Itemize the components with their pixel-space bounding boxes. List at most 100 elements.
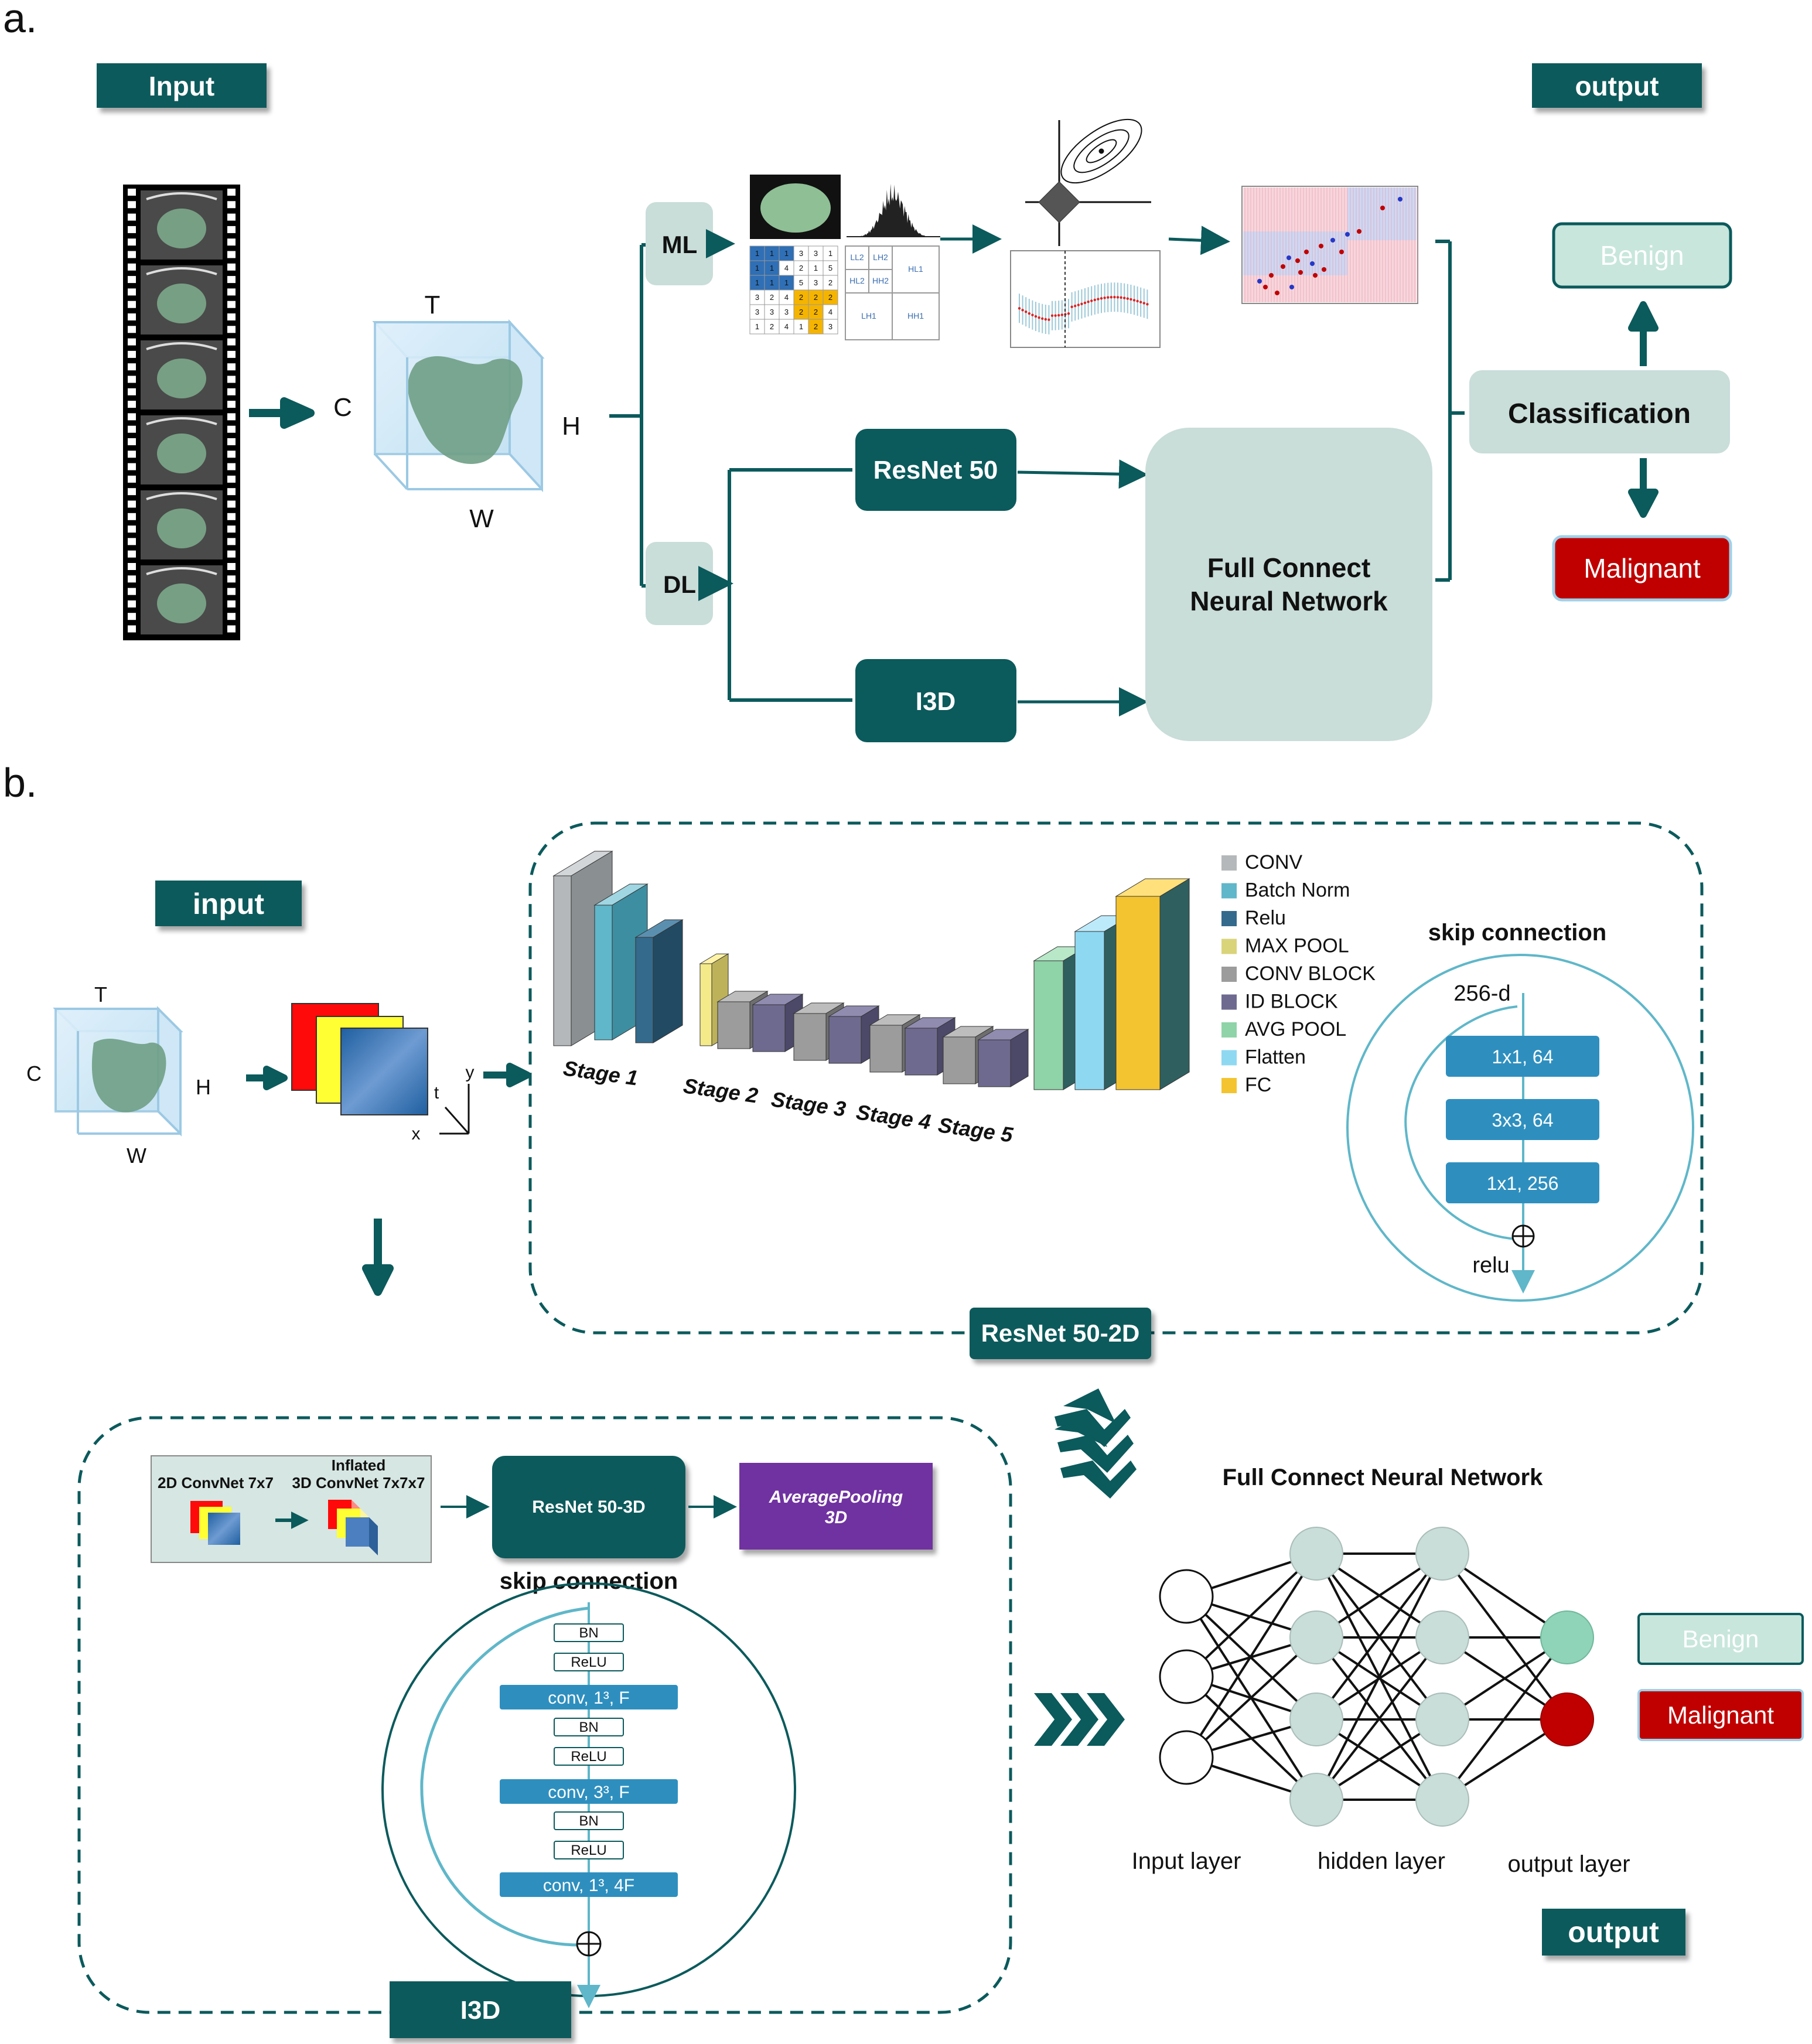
wavelet-lh2: LH2 (873, 252, 888, 262)
fcnn-title-b: Full Connect Neural Network (1223, 1465, 1543, 1490)
glcm-cell-value: 2 (799, 293, 803, 302)
film-sprocket (128, 488, 136, 496)
legend-swatch (1221, 967, 1237, 982)
glcm-cell (793, 319, 809, 335)
inflation-panel (151, 1455, 432, 1563)
tumor-segmentation-thumbnail (750, 175, 841, 239)
glcm-cell-value: 3 (814, 249, 818, 258)
ultrasound-frame (141, 565, 223, 634)
resnet2d-architecture (552, 851, 1190, 1090)
glcm-cell-value: 4 (784, 293, 789, 302)
glcm-cell-value: 2 (814, 308, 818, 316)
film-sprocket (227, 463, 236, 470)
fcnn-line1: Full Connect (1207, 552, 1371, 583)
glcm-cell-value: 2 (770, 322, 774, 331)
glcm-cell-value: 4 (784, 264, 789, 272)
film-sprocket (227, 376, 236, 383)
nn-connection (1315, 1553, 1444, 1800)
axis-c-label-b: C (26, 1062, 42, 1086)
arrow-to-malignant (1628, 458, 1659, 518)
i3d-norm-block (554, 1811, 624, 1830)
film-sprocket (227, 226, 236, 233)
axis-x-label: x (412, 1124, 421, 1144)
glcm-cell-value: 5 (799, 278, 803, 287)
legend-swatch (1221, 911, 1237, 926)
glcm-cell-value: 3 (770, 308, 774, 316)
skip-connection-2d (1346, 954, 1694, 1302)
output-neuron-benign (1540, 1610, 1594, 1664)
dl-label: DL (663, 571, 696, 598)
film-sprocket (227, 438, 236, 445)
glcm-cell (823, 289, 838, 305)
film-sprocket (128, 538, 136, 545)
layer-block (977, 1029, 1029, 1087)
ml-label: ML (662, 231, 698, 258)
film-sprocket (128, 475, 136, 483)
volume-cube-small (53, 1006, 183, 1137)
legend-label: AVG POOL (1245, 1018, 1346, 1040)
nn-connection (1315, 1636, 1444, 1801)
wavelet-hh2: HH2 (872, 276, 889, 285)
chevrons-right-icon (1034, 1693, 1125, 1746)
legend-label: CONV BLOCK (1245, 963, 1376, 985)
film-sprocket (128, 401, 136, 408)
resnet2d-container (528, 821, 1704, 1335)
malignant-label-a: Malignant (1584, 553, 1701, 583)
legend-swatch (1221, 1050, 1237, 1066)
film-sprocket (227, 201, 236, 209)
glcm-cell-value: 1 (784, 278, 789, 287)
ultrasound-frame (141, 190, 223, 260)
stage5-label: Stage 5 (937, 1113, 1015, 1147)
arrow-to-benign (1628, 301, 1659, 366)
glcm-cell (808, 260, 824, 276)
film-sprocket (128, 550, 136, 558)
stage1-label: Stage 1 (562, 1056, 640, 1090)
glcm-cell (749, 319, 765, 335)
malignant-label-b: Malignant (1667, 1701, 1774, 1729)
skip-title-2d: skip connection (1428, 920, 1607, 946)
film-sprocket (128, 213, 136, 221)
lasso-geometry-plot (1025, 118, 1151, 246)
glcm-cell-value: 3 (814, 278, 818, 287)
film-sprocket (227, 488, 236, 496)
wavelet-hl2: HL2 (849, 276, 865, 285)
glcm-cell (749, 275, 765, 291)
film-sprocket (227, 563, 236, 570)
film-sprocket (227, 326, 236, 333)
resnet50-label: ResNet 50 (873, 456, 998, 484)
arrow-resnet-to-fcnn (1017, 459, 1148, 489)
glcm-cell (749, 260, 765, 276)
panel-a-label: a. (3, 0, 37, 41)
glcm-cell (823, 245, 838, 261)
ultrasound-frame (141, 340, 223, 410)
input-badge-b-label: input (193, 888, 265, 920)
film-sprocket (128, 189, 136, 196)
film-sprocket (128, 263, 136, 271)
skip-block3: 1x1, 256 (1487, 1173, 1559, 1194)
skip-in-label: 256-d (1453, 981, 1510, 1006)
slice-axes (439, 1084, 470, 1135)
ultrasound-frame (141, 265, 223, 335)
legend-label: Batch Norm (1245, 879, 1350, 902)
film-sprocket (128, 513, 136, 520)
film-sprocket (128, 500, 136, 508)
film-sprocket (128, 288, 136, 296)
legend-label: FC (1245, 1074, 1271, 1096)
stage2-label: Stage 2 (682, 1073, 760, 1107)
film-sprocket (227, 213, 236, 221)
benign-result-b: Benign (1637, 1613, 1804, 1665)
film-sprocket (227, 363, 236, 371)
film-sprocket (227, 625, 236, 633)
hidden-neuron (1289, 1610, 1343, 1664)
film-sprocket (227, 251, 236, 258)
glcm-cell-value: 1 (770, 249, 774, 258)
i3d-norm-block (554, 1718, 624, 1736)
legend-label: CONV (1245, 851, 1303, 873)
film-sprocket (128, 625, 136, 633)
glcm-cell (764, 319, 780, 335)
fcnn-line2: Neural Network (1190, 586, 1388, 616)
resnet2d-badge: ResNet 50-2D (970, 1308, 1151, 1359)
legend-swatch (1221, 1022, 1237, 1038)
